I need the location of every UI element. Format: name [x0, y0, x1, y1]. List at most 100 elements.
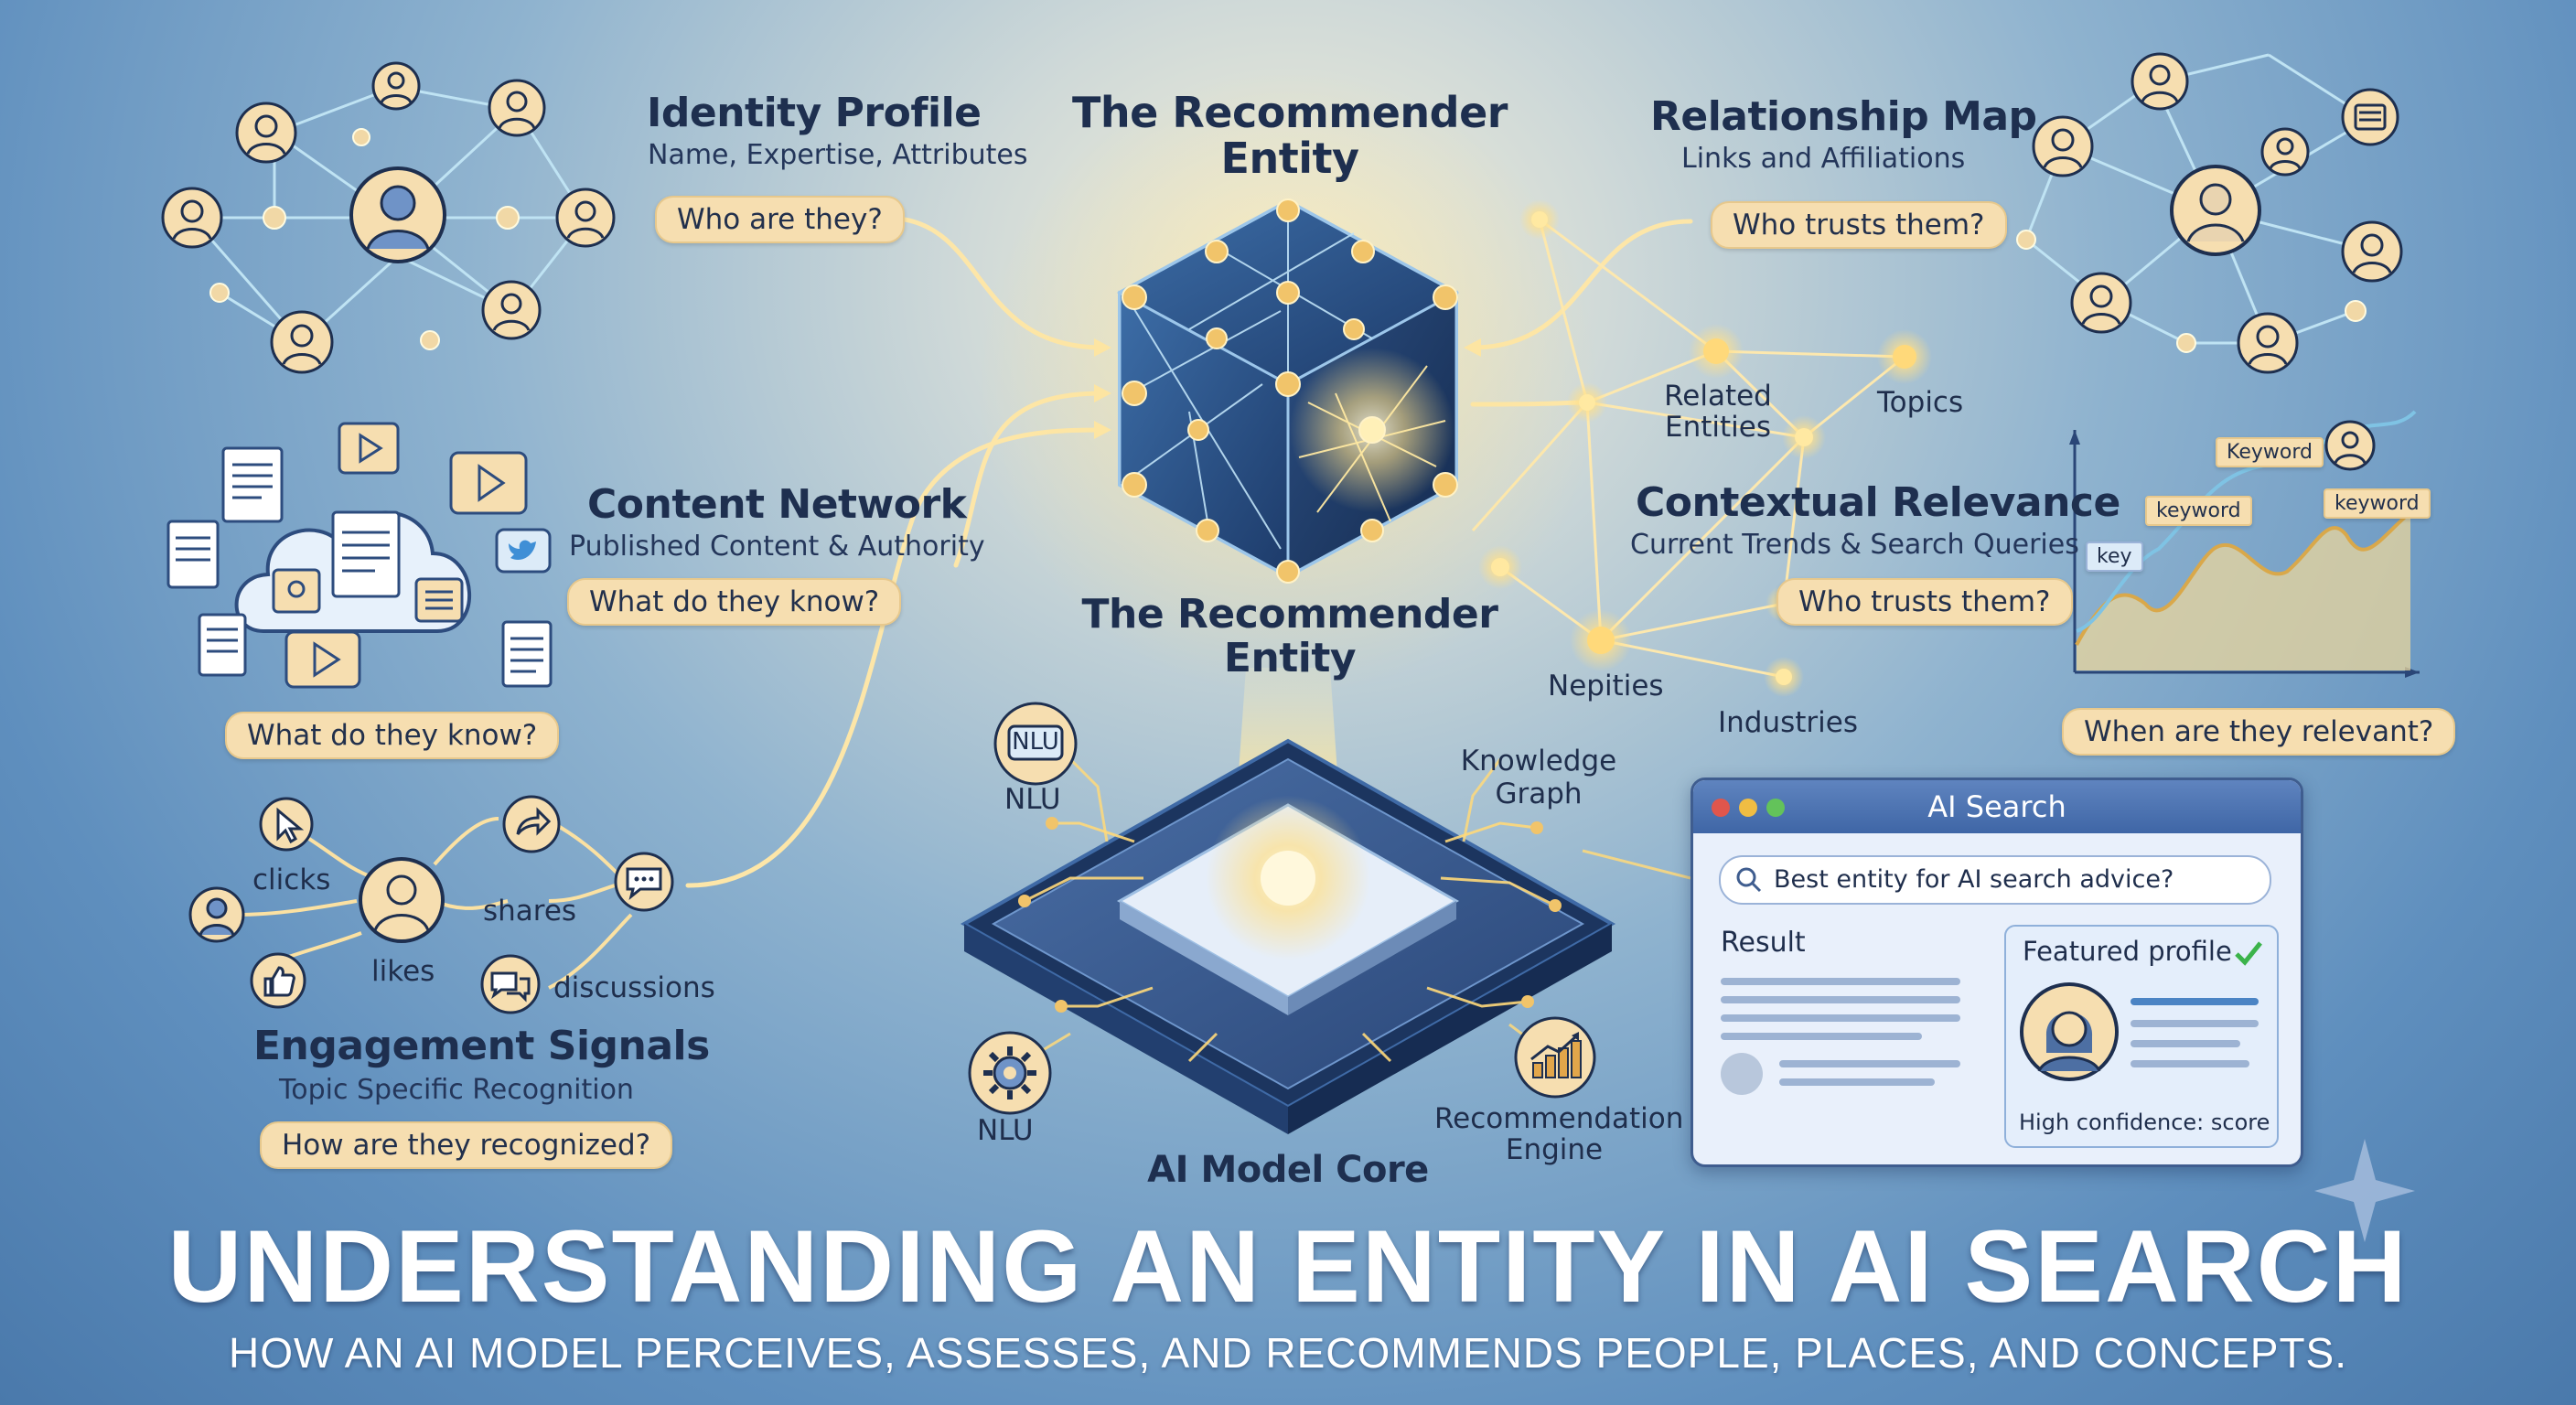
person-icon [188, 885, 246, 944]
share-icon [501, 794, 562, 854]
identity-subtitle: Name, Expertise, Attributes [648, 139, 1028, 171]
context-node-topics: Topics [1877, 386, 1964, 419]
ai-model-core-chip [960, 738, 1616, 1134]
check-icon [2235, 941, 2262, 966]
search-query: Best entity for AI search advice? [1774, 865, 2174, 894]
engagement-label-likes: likes [371, 955, 435, 988]
chart-keyword-label: Keyword [2216, 437, 2324, 467]
context-node-related: Related Entities [1664, 380, 1772, 444]
person-icon [160, 186, 224, 250]
knowledge-graph-label: Knowledge Graph [1460, 745, 1617, 810]
close-dot-icon[interactable] [1712, 799, 1730, 817]
result-label: Result [1721, 927, 1806, 959]
relationship-subtitle: Links and Affiliations [1681, 143, 1966, 175]
person-icon [2324, 419, 2377, 472]
profile-line [2131, 1040, 2240, 1047]
relationship-question: Who trusts them? [1711, 201, 2007, 249]
window-title: AI Search [1927, 789, 2066, 824]
content-subtitle: Published Content & Authority [569, 531, 985, 563]
engagement-question: How are they recognized? [260, 1121, 673, 1169]
play-icon [337, 421, 401, 476]
maximize-dot-icon[interactable] [1766, 799, 1785, 817]
engagement-label-discussions: discussions [553, 971, 715, 1004]
content-title: Content Network [587, 481, 967, 528]
person-icon [2236, 311, 2300, 375]
person-icon [487, 78, 547, 138]
search-icon [1736, 867, 1762, 893]
profile-line [2131, 1060, 2249, 1067]
nlu-label-top: NLU [1004, 783, 1061, 816]
gear-icon [967, 1030, 1053, 1116]
result-avatar [1721, 1053, 1763, 1095]
engagement-label-clicks: clicks [252, 863, 331, 896]
play-icon [448, 450, 529, 516]
result-line [1721, 978, 1960, 985]
nlu-badge-icon: NLU [993, 701, 1079, 787]
person-icon-main [348, 165, 448, 265]
person-icon [2031, 114, 2095, 178]
context-nodes [1478, 199, 1932, 697]
contextual-subtitle: Current Trends & Search Queries [1630, 529, 2079, 561]
entity-title-top: The Recommender Entity [1072, 88, 1508, 183]
person-icon [480, 279, 542, 341]
chart-keyword-label: key [2086, 542, 2143, 572]
profile-line [2131, 1020, 2259, 1027]
chart-keyword-label: keyword [2145, 496, 2252, 526]
chat-icon [613, 851, 675, 913]
content-question: What do they know? [567, 578, 902, 626]
document-icon [329, 509, 402, 600]
engagement-subtitle: Topic Specific Recognition [279, 1074, 634, 1106]
entity-cube [1116, 198, 1460, 584]
person-icon [554, 187, 617, 249]
person-icon [2259, 126, 2311, 177]
list-card-icon [2340, 87, 2400, 147]
person-icon [234, 101, 298, 165]
twitter-icon [494, 527, 553, 578]
page-title: UNDERSTANDING AN ENTITY IN AI SEARCH [167, 1209, 2409, 1324]
search-input[interactable]: Best entity for AI search advice? [1719, 855, 2271, 905]
profile-line [2131, 998, 2259, 1005]
play-icon [284, 629, 362, 690]
minimize-dot-icon[interactable] [1739, 799, 1757, 817]
engagement-label-shares: shares [483, 895, 577, 928]
image-card-icon [271, 567, 322, 615]
featured-profile-card[interactable]: Featured profile High confidence: score [2004, 925, 2279, 1148]
ai-model-core-label: AI Model Core [1147, 1149, 1429, 1191]
identity-question: Who are they? [655, 196, 905, 243]
person-icon [2130, 51, 2190, 112]
person-icon [2069, 271, 2133, 335]
identity-title: Identity Profile [647, 90, 982, 136]
chart-up-icon [1513, 1015, 1597, 1099]
sparkle-icon [2314, 1139, 2415, 1242]
result-line [1721, 996, 1960, 1003]
result-line [1721, 1033, 1922, 1040]
featured-profile-label: Featured profile [2023, 936, 2232, 967]
document-icon [165, 518, 221, 591]
window-titlebar: AI Search [1693, 780, 2301, 833]
person-icon-main [2168, 163, 2263, 258]
context-node-industries: Industries [1718, 706, 1859, 739]
result-line [1721, 1014, 1960, 1022]
entity-title-mid: The Recommender Entity [1081, 591, 1498, 681]
page-subtitle: HOW AN AI MODEL PERCEIVES, ASSESSES, AND… [229, 1329, 2347, 1377]
person-icon [370, 60, 422, 112]
avatar [2020, 982, 2119, 1081]
document-icon [499, 618, 554, 690]
contextual-title: Contextual Relevance [1636, 479, 2120, 526]
chat-icon [479, 953, 542, 1015]
document-icon [220, 445, 285, 525]
result-line [1779, 1078, 1935, 1086]
list-card-icon [413, 576, 465, 624]
ai-search-window: AI Search Best entity for AI search advi… [1690, 778, 2303, 1167]
result-line [1779, 1060, 1960, 1067]
thumbs-up-icon [249, 951, 307, 1010]
document-icon [196, 611, 249, 679]
engagement-title: Engagement Signals [253, 1023, 710, 1069]
relationship-title: Relationship Map [1650, 93, 2037, 140]
person-icon [269, 309, 335, 375]
relevance-chart [2069, 410, 2420, 678]
nlu-badge-label: NLU [1012, 728, 1059, 756]
contextual-question-secondary: When are they relevant? [2062, 708, 2456, 756]
